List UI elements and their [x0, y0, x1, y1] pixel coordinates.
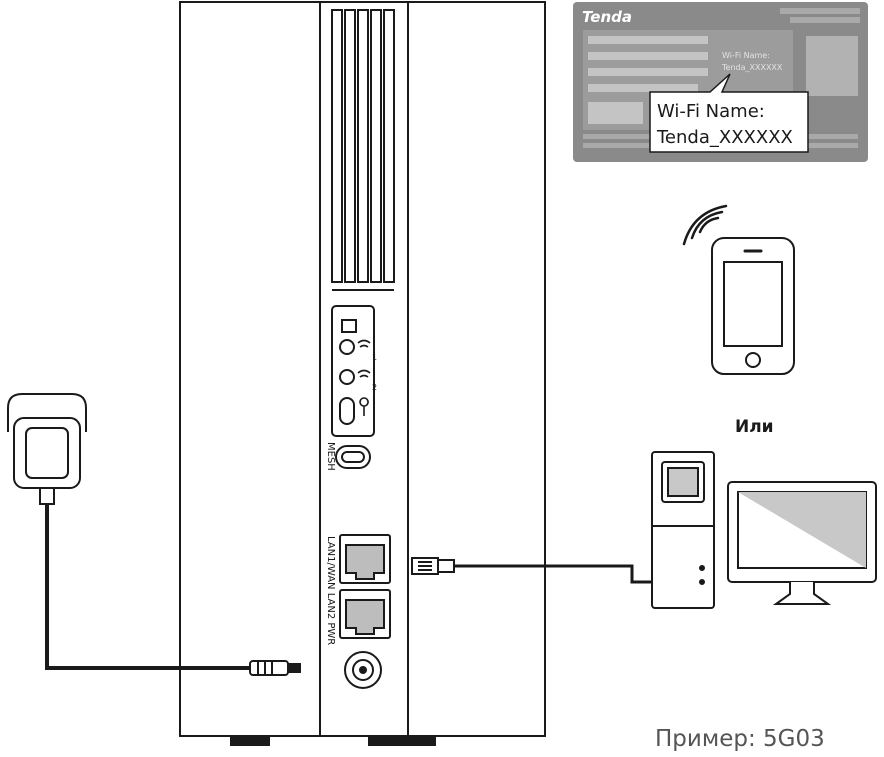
wifi-2-icon — [359, 374, 369, 378]
phone-body — [711, 237, 795, 375]
wifi-arc — [690, 210, 724, 240]
led-module-frame — [331, 305, 375, 437]
router-foot-left — [230, 736, 270, 746]
pc-led — [699, 565, 705, 571]
dc-plug-body — [249, 660, 289, 676]
ethernet-plug — [411, 557, 455, 575]
phone-screen — [723, 261, 783, 347]
dc-plug-tip — [287, 663, 301, 673]
pc-drive-bay — [667, 467, 699, 497]
label-line — [588, 52, 708, 60]
power-jack-outer — [344, 651, 382, 689]
wifi-led-1 — [339, 339, 355, 355]
power-jack-pin — [359, 666, 367, 674]
wifi-led-1-label: 1 — [372, 353, 377, 362]
desktop-computer — [651, 451, 877, 609]
dc-plug — [249, 660, 301, 676]
mesh-button-inner — [341, 451, 365, 463]
vent-slots — [331, 9, 395, 291]
callout-value: Tenda_XXXXXX — [656, 127, 793, 148]
router — [179, 1, 546, 746]
vent-slot — [344, 9, 356, 283]
vent-slot — [370, 9, 382, 283]
label-line — [588, 36, 708, 44]
power-adapter — [7, 393, 87, 505]
wps-button — [339, 397, 355, 425]
wifi-arc — [698, 216, 720, 234]
wifi-2-icon — [357, 369, 371, 374]
wifi-signal-icon — [682, 204, 728, 246]
status-led — [341, 319, 357, 333]
wifi-led-2-label: 2 — [372, 383, 377, 392]
vent-slot — [383, 9, 395, 283]
label-brand: Tenda — [582, 8, 632, 26]
port-labels: LAN1/WAN LAN2 PWR — [325, 536, 336, 645]
label-header-text — [780, 8, 860, 14]
power-cable — [45, 504, 250, 670]
wifi-1-icon — [357, 339, 371, 344]
rj45-boot — [437, 559, 455, 573]
ethernet-cable — [454, 564, 652, 584]
lan1-wan-port — [345, 544, 385, 580]
wifi-arc — [682, 204, 728, 246]
label-line — [588, 84, 698, 92]
wifi-led-2 — [339, 369, 355, 385]
or-label: Или — [735, 417, 774, 437]
ssid-callout — [649, 73, 809, 153]
monitor-stand — [772, 582, 832, 605]
pc-led — [699, 579, 705, 585]
lan2-port-frame — [339, 589, 391, 639]
label-header-text — [790, 17, 860, 23]
vent-slot — [357, 9, 369, 283]
callout-title: Wi-Fi Name: — [657, 101, 765, 122]
lan2-port — [345, 599, 385, 635]
ethernet-ports — [339, 534, 391, 639]
label-block — [588, 102, 643, 124]
plug-prongs — [7, 393, 87, 432]
callout-bubble — [649, 73, 809, 153]
wifi-1-icon — [359, 344, 369, 348]
adapter-strain-relief — [39, 487, 55, 505]
phone-home-button — [745, 352, 761, 368]
mesh-button — [335, 445, 371, 469]
power-symbol-icon — [359, 397, 369, 416]
mesh-label: MESH — [325, 442, 336, 471]
power-jack — [344, 651, 382, 689]
label-ssid-value-small: Tenda_XXXXXX — [721, 63, 783, 72]
power-jack-ring — [352, 659, 374, 681]
vent-slot — [331, 9, 343, 283]
pc-drive-bay-frame — [661, 461, 705, 503]
diagram-caption: Пример: 5G03 — [655, 726, 825, 752]
label-line — [588, 68, 708, 76]
monitor-screen-reflection — [738, 492, 866, 568]
label-ssid-caption-small: Wi-Fi Name: — [722, 51, 770, 60]
wifi-led-icons — [357, 339, 371, 416]
led-module — [331, 305, 375, 437]
mesh-button-outer — [335, 445, 371, 469]
adapter-face — [25, 427, 69, 479]
smartphone — [711, 237, 795, 375]
qr-code-placeholder — [806, 36, 858, 96]
lan1-wan-port-frame — [339, 534, 391, 584]
router-foot-right — [368, 736, 436, 746]
